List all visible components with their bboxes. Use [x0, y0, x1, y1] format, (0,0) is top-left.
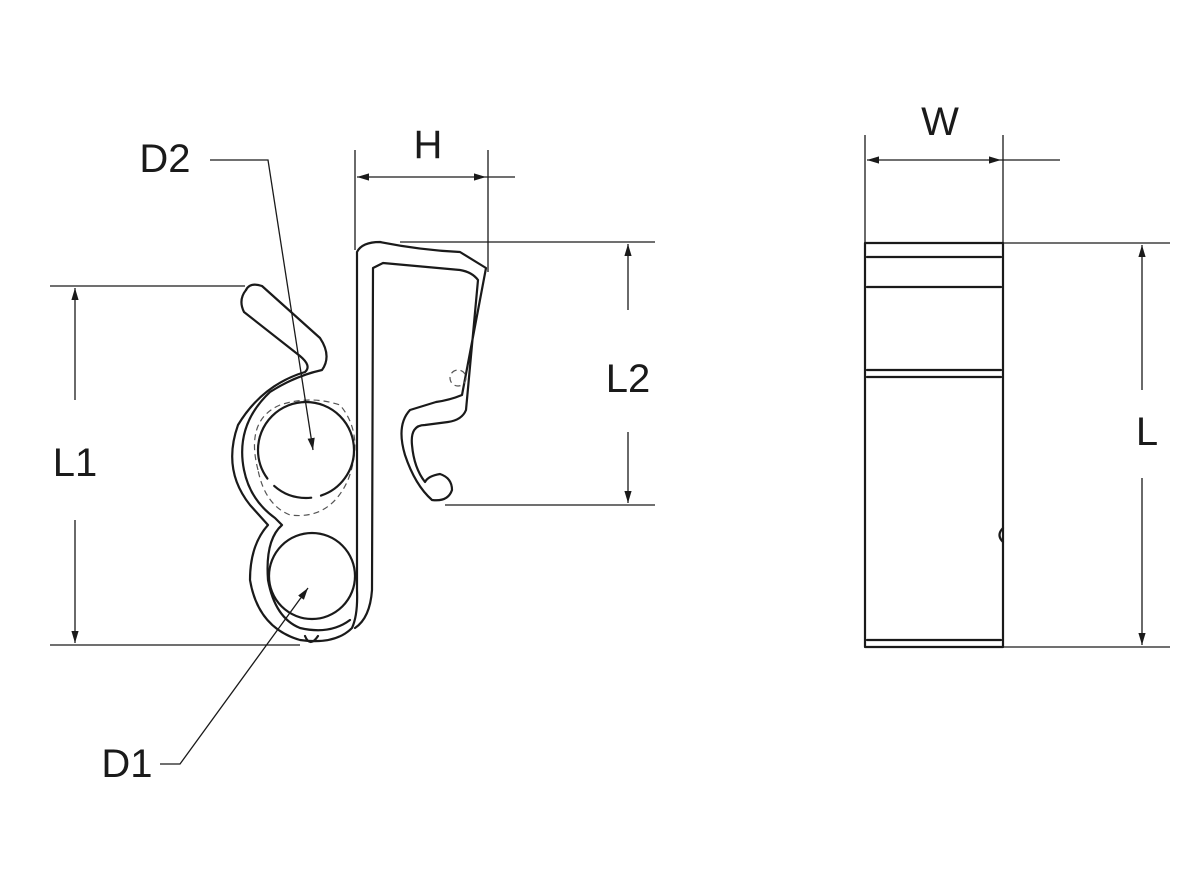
dimension-h: H: [354, 123, 515, 272]
label-w: W: [921, 100, 959, 144]
leader-d1: D1: [101, 587, 309, 786]
label-l: L: [1136, 410, 1158, 454]
label-h: H: [414, 123, 443, 167]
label-l2: L2: [606, 357, 651, 401]
leader-d2: D2: [139, 137, 315, 451]
label-l1: L1: [53, 441, 98, 485]
label-d1: D1: [101, 742, 152, 786]
dimension-l: L: [1003, 242, 1170, 648]
dimension-l2: L2: [400, 241, 655, 506]
dimension-l1: L1: [50, 285, 300, 646]
clip-front-view: [863, 241, 1005, 649]
clip-side-view: [231, 240, 488, 644]
label-d2: D2: [139, 137, 190, 181]
dimension-w: W: [864, 100, 1060, 243]
